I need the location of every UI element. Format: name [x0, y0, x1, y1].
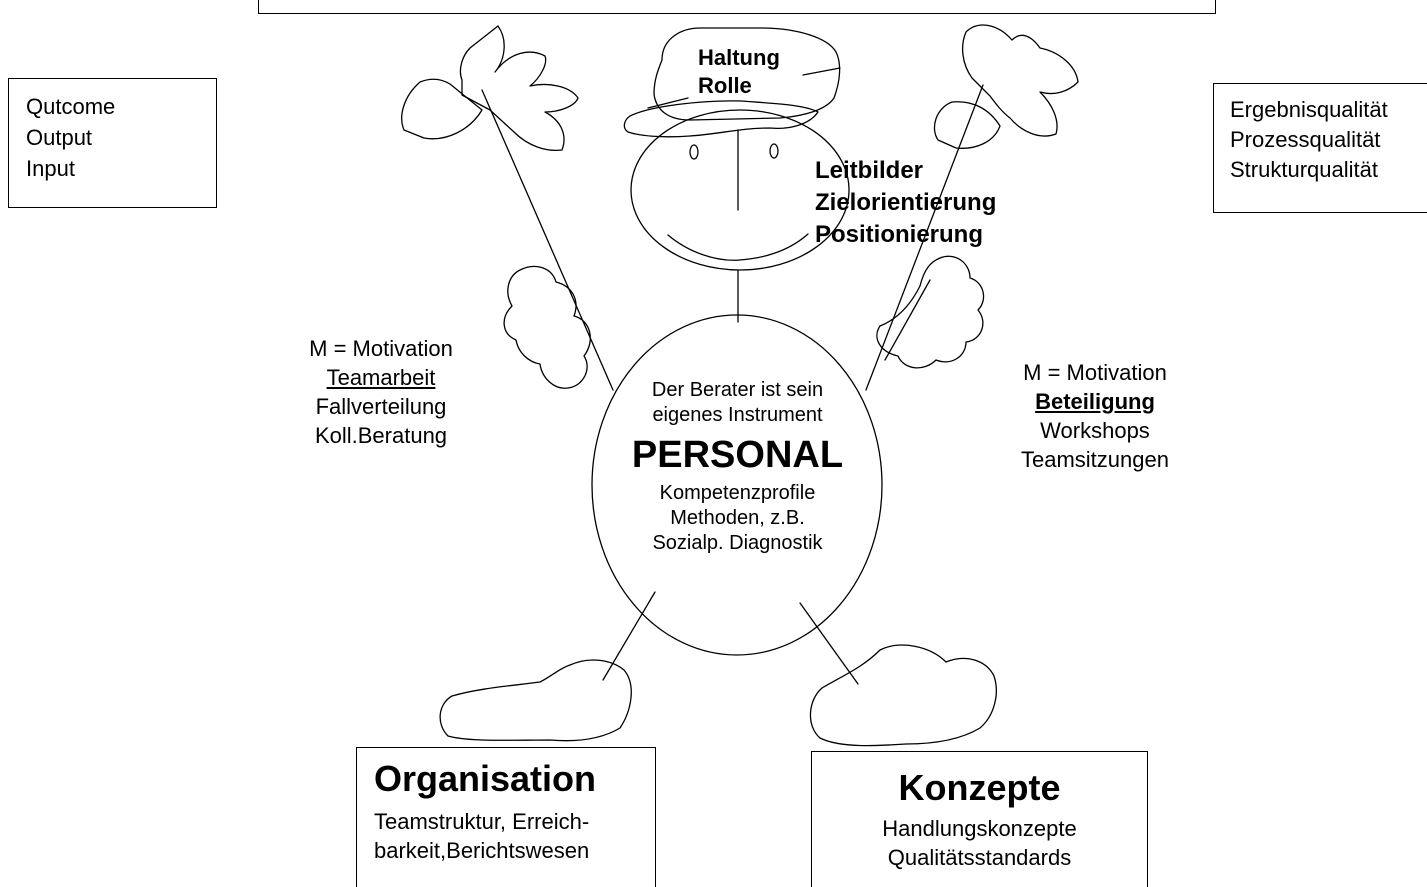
left-hand [459, 25, 579, 152]
input-label: Input [26, 156, 75, 181]
ergebnisqualitaet-label: Ergebnisqualität [1230, 97, 1388, 122]
body-intro-line-1: Der Berater ist sein [651, 379, 824, 401]
hat-brim [623, 100, 819, 138]
right-arm [865, 84, 984, 391]
quality-box [1213, 83, 1427, 213]
left-motivation-label: M = Motivation [309, 336, 453, 361]
body-details: Kompetenzprofile Methoden, z.B. Sozialp.… [600, 481, 875, 556]
organisation-title: Organisation [374, 758, 597, 799]
right-motivation-label: M = Motivation [1023, 360, 1167, 385]
organisation-text: Teamstruktur, Erreich- barkeit,Berichtsw… [374, 807, 589, 865]
body [591, 314, 883, 656]
left-shoulder-ruffle [503, 265, 591, 389]
hat-crown [653, 27, 841, 121]
rolle-label: Rolle [698, 73, 752, 98]
top-box [258, 0, 1216, 14]
teamarbeit-heading: Teamarbeit [326, 365, 436, 390]
haltung-label: Haltung [698, 45, 780, 70]
right-arm-crease [884, 279, 931, 361]
fallverteilung-label: Fallverteilung [315, 394, 447, 419]
personal-title: PERSONAL [631, 434, 844, 476]
methoden-label: Methoden, z.B. [670, 507, 805, 529]
quality-box-text: Ergebnisqualität Prozessqualität Struktu… [1230, 95, 1388, 185]
konzepte-text: Handlungskonzepte Qualitätsstandards [811, 814, 1148, 872]
left-eye [689, 144, 699, 160]
organisation-line-1: Teamstruktur, Erreich- [374, 809, 590, 834]
leitbilder-label: Leitbilder [815, 157, 924, 184]
mouth [667, 233, 809, 261]
organisation-line-2: barkeit,Berichtswesen [374, 838, 590, 863]
right-leg [799, 602, 859, 685]
body-intro: Der Berater ist sein eigenes Instrument [600, 378, 875, 428]
kompetenzprofile-label: Kompetenzprofile [659, 482, 816, 504]
prozessqualitaet-label: Prozessqualität [1230, 127, 1381, 152]
left-leg [602, 591, 656, 681]
koll-beratung-label: Koll.Beratung [314, 423, 448, 448]
head [630, 109, 850, 271]
left-sleeve [401, 78, 483, 140]
positionierung-label: Positionierung [815, 221, 983, 248]
zielorientierung-label: Zielorientierung [815, 189, 997, 216]
outcome-label: Qutcome [26, 94, 116, 119]
outcome-box [8, 78, 217, 208]
teamsitzungen-label: Teamsitzungen [1021, 447, 1169, 472]
right-shoe [809, 644, 997, 747]
head-labels: Leitbilder Zielorientierung Positionieru… [815, 155, 996, 251]
organisation-box [356, 747, 656, 887]
hat-band [647, 97, 689, 109]
body-intro-line-2: eigenes Instrument [652, 404, 823, 426]
hat-band-right [802, 67, 841, 76]
outcome-box-text: Qutcome Output Input [26, 91, 115, 184]
qualitaetsstandards-label: Qualitätsstandards [887, 845, 1072, 870]
output-label: Output [26, 125, 93, 150]
right-arm-labels: M = Motivation Beteiligung Workshops Tea… [990, 358, 1200, 474]
workshops-label: Workshops [1040, 418, 1150, 443]
right-eye [769, 143, 779, 159]
beteiligung-heading: Beteiligung [1035, 389, 1155, 414]
konzepte-title: Konzepte [898, 767, 1061, 808]
left-arm-labels: M = Motivation Teamarbeit Fallverteilung… [276, 334, 486, 450]
konzepte-box [811, 751, 1148, 887]
handlungskonzepte-label: Handlungskonzepte [882, 816, 1077, 841]
diagnostik-label: Sozialp. Diagnostik [652, 532, 823, 554]
right-shoulder-ruffle [876, 255, 985, 369]
left-arm [481, 89, 614, 391]
right-hand [961, 24, 1079, 137]
left-shoe [439, 659, 632, 742]
right-sleeve [933, 101, 1001, 149]
hat-labels: Haltung Rolle [698, 44, 780, 100]
strukturqualitaet-label: Strukturqualität [1230, 157, 1378, 182]
